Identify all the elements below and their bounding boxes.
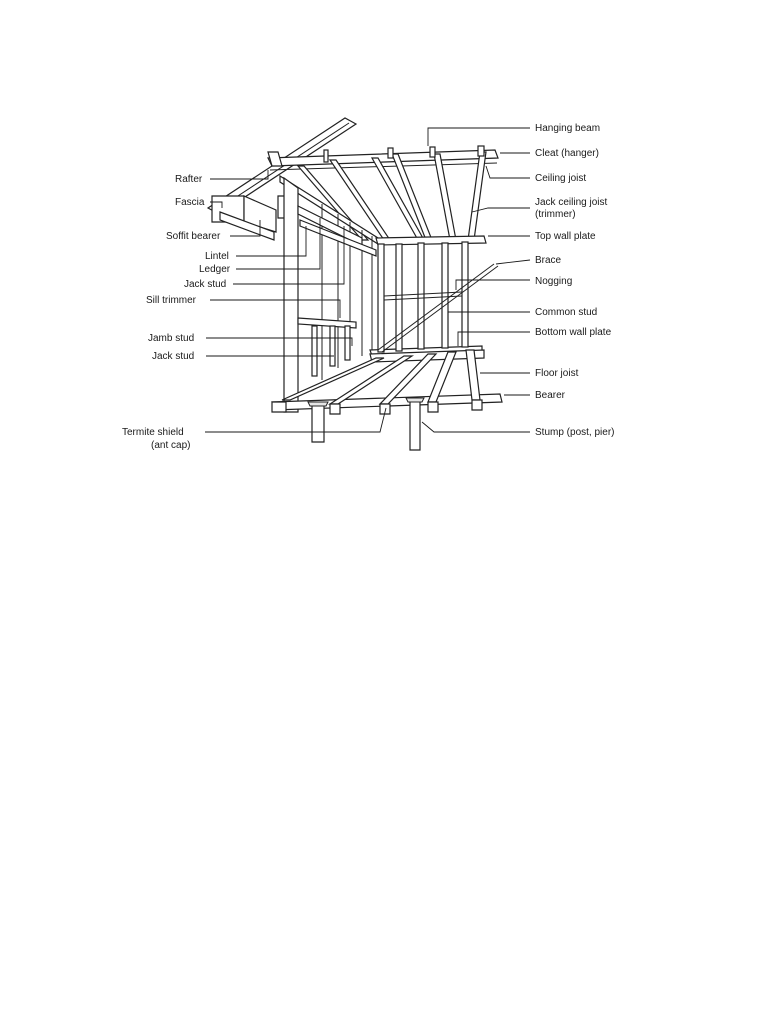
label-common-stud: Common stud [535, 307, 597, 318]
label-trimmer: (trimmer) [535, 209, 576, 220]
label-cleat: Cleat (hanger) [535, 148, 599, 159]
label-jamb-stud: Jamb stud [148, 333, 194, 344]
label-nogging: Nogging [535, 276, 572, 287]
label-jack-ceiling-joist: Jack ceiling joist [535, 197, 607, 208]
label-ceiling-joist: Ceiling joist [535, 173, 586, 184]
label-ant-cap: (ant cap) [151, 440, 190, 451]
frame-drawing [206, 117, 503, 451]
label-lintel: Lintel [205, 251, 229, 262]
label-floor-joist: Floor joist [535, 368, 579, 379]
label-top-wall-plate: Top wall plate [535, 231, 596, 242]
label-fascia: Fascia [175, 197, 205, 208]
label-ledger: Ledger [199, 264, 231, 275]
label-bottom-wall-plate: Bottom wall plate [535, 327, 612, 338]
label-jack-stud-upper: Jack stud [184, 279, 226, 290]
label-jack-stud-lower: Jack stud [152, 351, 194, 362]
label-stump: Stump (post, pier) [535, 427, 614, 438]
right-labels: Hanging beam Cleat (hanger) Ceiling jois… [535, 123, 614, 438]
label-sill-trimmer: Sill trimmer [146, 295, 197, 306]
label-soffit-bearer: Soffit bearer [166, 231, 221, 242]
leader-lines [205, 127, 531, 433]
label-bearer: Bearer [535, 390, 566, 401]
label-termite-shield: Termite shield [122, 427, 184, 438]
label-rafter: Rafter [175, 174, 203, 185]
label-hanging-beam: Hanging beam [535, 123, 600, 134]
label-brace: Brace [535, 255, 562, 266]
left-labels: Rafter Fascia Soffit bearer Lintel Ledge… [122, 174, 231, 451]
